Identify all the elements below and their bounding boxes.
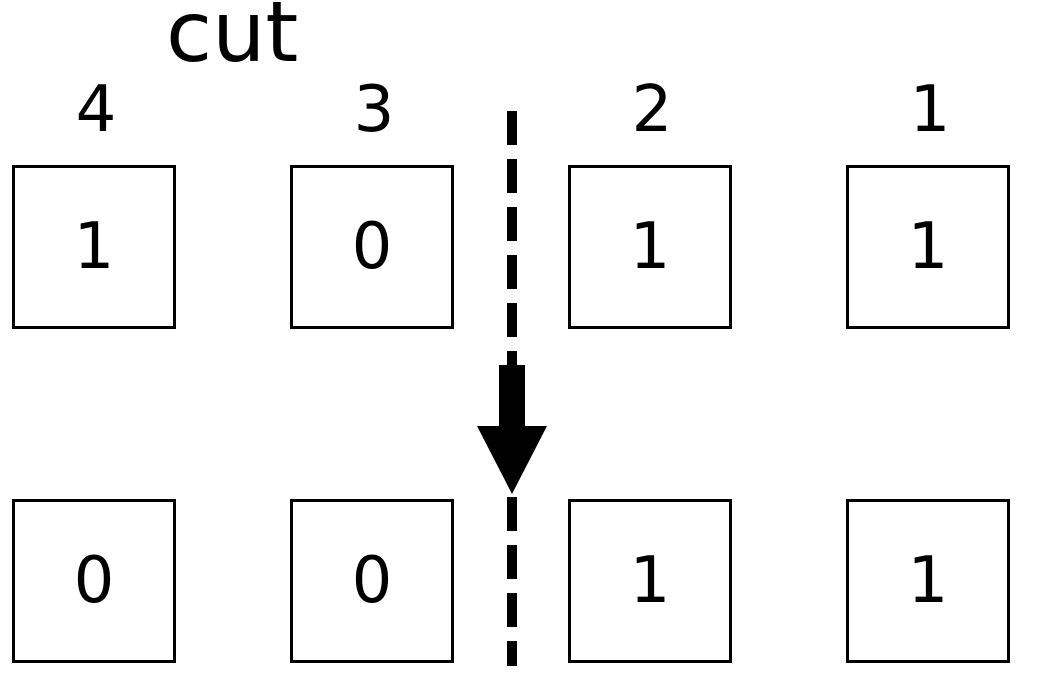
bottom-row-bit-1: 1 (846, 499, 1010, 663)
down-arrow-icon (477, 365, 547, 494)
cut-title: cut (166, 0, 299, 81)
bottom-row-bit-3: 0 (290, 499, 454, 663)
top-row-bit-3: 0 (290, 165, 454, 329)
position-label-2: 2 (631, 73, 673, 147)
position-label-4: 4 (75, 73, 117, 147)
bottom-row-bit-4: 0 (12, 499, 176, 663)
top-row-bit-2: 1 (568, 165, 732, 329)
bottom-row-bit-2: 1 (568, 499, 732, 663)
position-label-1: 1 (909, 73, 951, 147)
top-row-bit-1: 1 (846, 165, 1010, 329)
top-row-bit-4: 1 (12, 165, 176, 329)
position-label-3: 3 (353, 73, 395, 147)
